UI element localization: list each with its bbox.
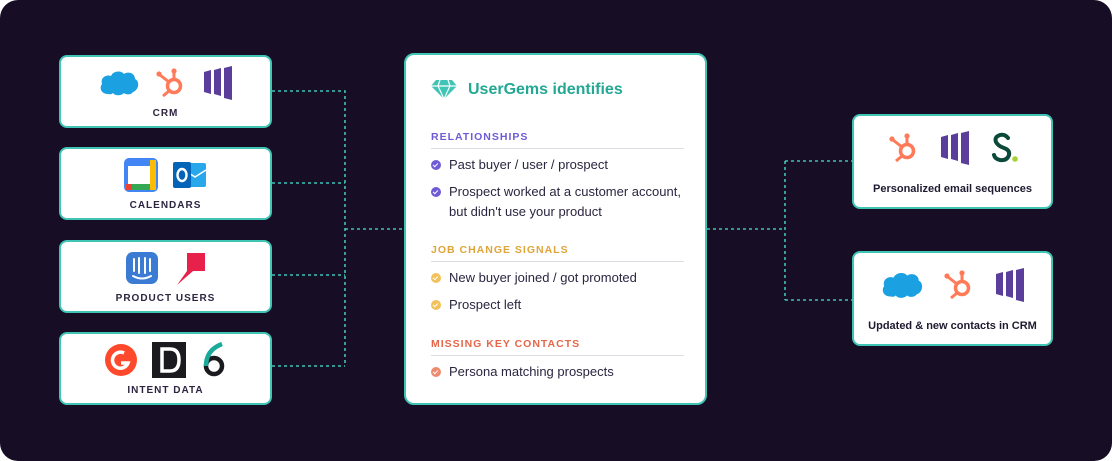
list-item: Past buyer / user / prospect [431, 155, 691, 175]
list-item-text: Prospect worked at a customer account, b… [449, 184, 681, 219]
6sense-icon [203, 342, 224, 377]
check-icon [431, 187, 441, 197]
pendo-icon [176, 253, 205, 285]
list-item-text: New buyer joined / got promoted [449, 270, 637, 285]
source-card-product-users: PRODUCT USERS [59, 240, 272, 313]
g2-icon [104, 344, 137, 376]
connector-trunk-left [272, 90, 346, 366]
check-icon [431, 160, 441, 170]
list-item: Prospect left [431, 295, 691, 315]
check-icon [431, 273, 441, 283]
salesloft-icon [991, 132, 1018, 163]
source-label: INTENT DATA [127, 385, 204, 396]
outreach-icon [940, 131, 969, 165]
section-heading-missing-key-contacts: MISSING KEY CONTACTS [431, 338, 684, 356]
salesforce-icon [100, 71, 138, 96]
list-item-text: Prospect left [449, 297, 522, 312]
source-card-intent-data: INTENT DATA [59, 332, 272, 405]
source-card-crm: CRM [59, 55, 272, 128]
section-heading-job-change-signals: JOB CHANGE SIGNALS [431, 244, 684, 262]
intercom-icon [125, 252, 158, 284]
source-card-calendars: CALENDARS [59, 147, 272, 220]
check-icon [431, 300, 441, 310]
hubspot-icon [155, 68, 182, 98]
destination-label: Updated & new contacts in CRM [868, 320, 1037, 332]
demandbase-icon [151, 342, 186, 378]
outreach-icon [203, 66, 232, 100]
destination-label: Personalized email sequences [873, 183, 1032, 195]
list-item: Prospect worked at a customer account, b… [431, 182, 691, 222]
source-label: CRM [152, 108, 179, 119]
list-item-text: Past buyer / user / prospect [449, 157, 608, 172]
check-icon [431, 367, 441, 377]
list-item: Persona matching prospects [431, 362, 691, 382]
outreach-icon [995, 268, 1024, 302]
list-item-text: Persona matching prospects [449, 364, 614, 379]
section-heading-relationships: RELATIONSHIPS [431, 131, 684, 149]
source-label: CALENDARS [129, 200, 202, 211]
card-title: UserGems identifies [468, 81, 623, 98]
google-calendar-icon [123, 158, 158, 192]
destination-card-email-sequences: Personalized email sequences [852, 114, 1053, 209]
salesforce-icon [882, 272, 922, 298]
outlook-icon [172, 162, 206, 188]
usergems-identifies-card: UserGems identifies RELATIONSHIPS Past b… [404, 53, 707, 405]
hubspot-icon [943, 270, 970, 300]
hubspot-icon [888, 133, 915, 163]
source-label: PRODUCT USERS [115, 293, 216, 304]
gem-icon [431, 79, 457, 99]
destination-card-crm-updates: Updated & new contacts in CRM [852, 251, 1053, 346]
list-item: New buyer joined / got promoted [431, 268, 691, 288]
